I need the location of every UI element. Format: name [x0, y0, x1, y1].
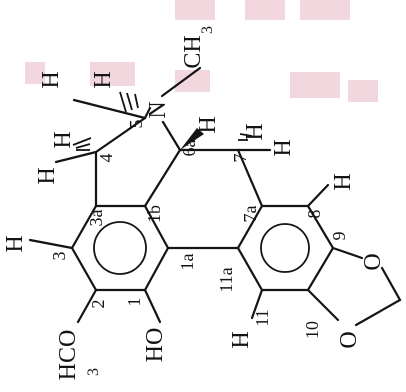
label-h-top-left: H — [38, 71, 64, 88]
bond-4-5 — [94, 116, 147, 154]
label-h-c11: H — [228, 331, 254, 348]
bond-c3-h — [28, 238, 74, 250]
bond-5-n — [143, 106, 152, 120]
label-h-6a: H — [195, 116, 221, 133]
label-c8: 8 — [304, 210, 324, 219]
bond-10-o — [306, 288, 340, 322]
bond-c4-h-plain — [54, 150, 98, 164]
bond-c5-h-hashed — [119, 91, 139, 113]
bond-c5-h-plain — [72, 98, 147, 120]
bond-c4-h-hashed — [72, 137, 92, 151]
label-h-c8: H — [330, 173, 356, 190]
ring-a-aromatic-circle — [93, 221, 147, 275]
label-o-10: O — [336, 331, 362, 348]
label-h-c3: H — [2, 235, 28, 252]
label-h-c4a: H — [34, 167, 60, 184]
label-h-7a: H — [242, 123, 268, 140]
label-c10: 10 — [302, 321, 322, 339]
label-c1b: 1b — [144, 205, 164, 223]
bond-c1-o — [143, 288, 162, 324]
label-ch3-sub: 3 — [199, 26, 216, 34]
label-c5: 5 — [126, 120, 146, 129]
label-h-7b: H — [270, 139, 296, 156]
bond-n-ch3 — [160, 66, 202, 98]
label-ho: HO — [142, 328, 168, 363]
label-o-9: O — [360, 253, 386, 270]
bond-9-o — [331, 246, 364, 260]
label-c3: 3 — [49, 252, 69, 261]
label-c7: 7 — [230, 154, 250, 163]
bond-7-7a — [236, 148, 264, 208]
atom-labels: H H CH 3 N 5 6a H 7 H H H H 4 3a 1b 7a 8… — [2, 26, 386, 380]
label-hco: HCO — [55, 330, 81, 381]
label-c1: 1 — [124, 298, 144, 307]
watermark — [25, 0, 378, 102]
label-ch3: CH — [180, 35, 206, 68]
bond-c11-h — [250, 288, 264, 320]
bond-o-ch2-o — [354, 266, 402, 327]
bond-6a-1b — [143, 148, 182, 208]
label-c1a: 1a — [177, 254, 197, 271]
bond-c8-h — [306, 183, 330, 208]
ring-d-aromatic-circle — [260, 223, 310, 273]
bonds — [28, 66, 402, 327]
bond-6a-h-wedge — [180, 128, 204, 150]
label-c11a: 11a — [216, 267, 236, 292]
label-c9: 9 — [329, 232, 349, 241]
label-c2: 2 — [88, 300, 108, 309]
bond-c2-o — [76, 288, 98, 324]
label-c6a: 6a — [179, 140, 199, 157]
label-hco-sub: 3 — [85, 368, 102, 376]
label-c3a: 3a — [86, 210, 106, 227]
label-n: N — [145, 101, 171, 118]
label-h-c4b: H — [50, 131, 76, 148]
label-c11: 11 — [252, 309, 272, 326]
label-c4: 4 — [96, 154, 116, 163]
label-h-c5-top: H — [90, 71, 116, 88]
label-c7a: 7a — [240, 206, 260, 223]
bond-c7-h-hashed — [238, 133, 253, 141]
bond-n-6a — [161, 120, 182, 152]
